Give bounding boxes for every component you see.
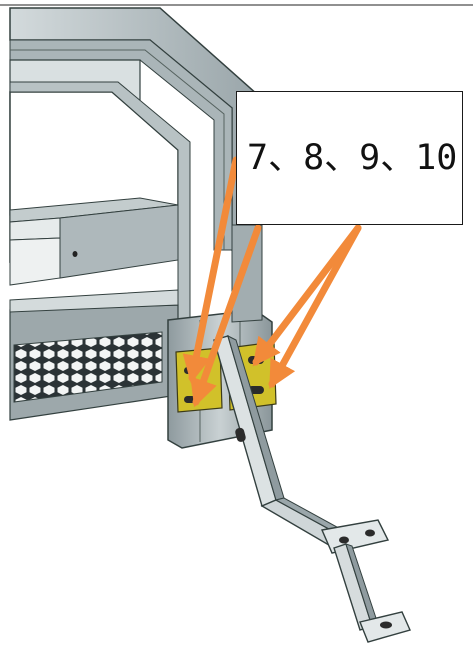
crossbar-front-lower [9,237,61,286]
frame-groove-line [10,49,225,250]
pointer-arrows [182,156,362,408]
hexagonal-mesh [13,331,163,403]
callout-label: 7、8、9、10 [247,138,458,178]
foot-hole [380,621,392,629]
bracket-top-tab [321,519,390,554]
crossbar-block [59,204,179,279]
tab-hole [339,536,349,544]
arrow-to-left-upper-slot [182,156,240,384]
callout-box: 7、8、9、10 [236,91,463,225]
arrow-to-right-lower-slot [268,224,362,389]
tab-hole [365,529,375,537]
post-upper [231,224,263,323]
crossbar-front [9,217,61,241]
mesh-top-lip [9,289,179,313]
arrow-to-left-lower-slot [190,224,262,408]
crossbar-hole [72,251,78,257]
arrow-to-right-upper-slot [252,224,362,367]
bracket-slot [235,427,246,442]
